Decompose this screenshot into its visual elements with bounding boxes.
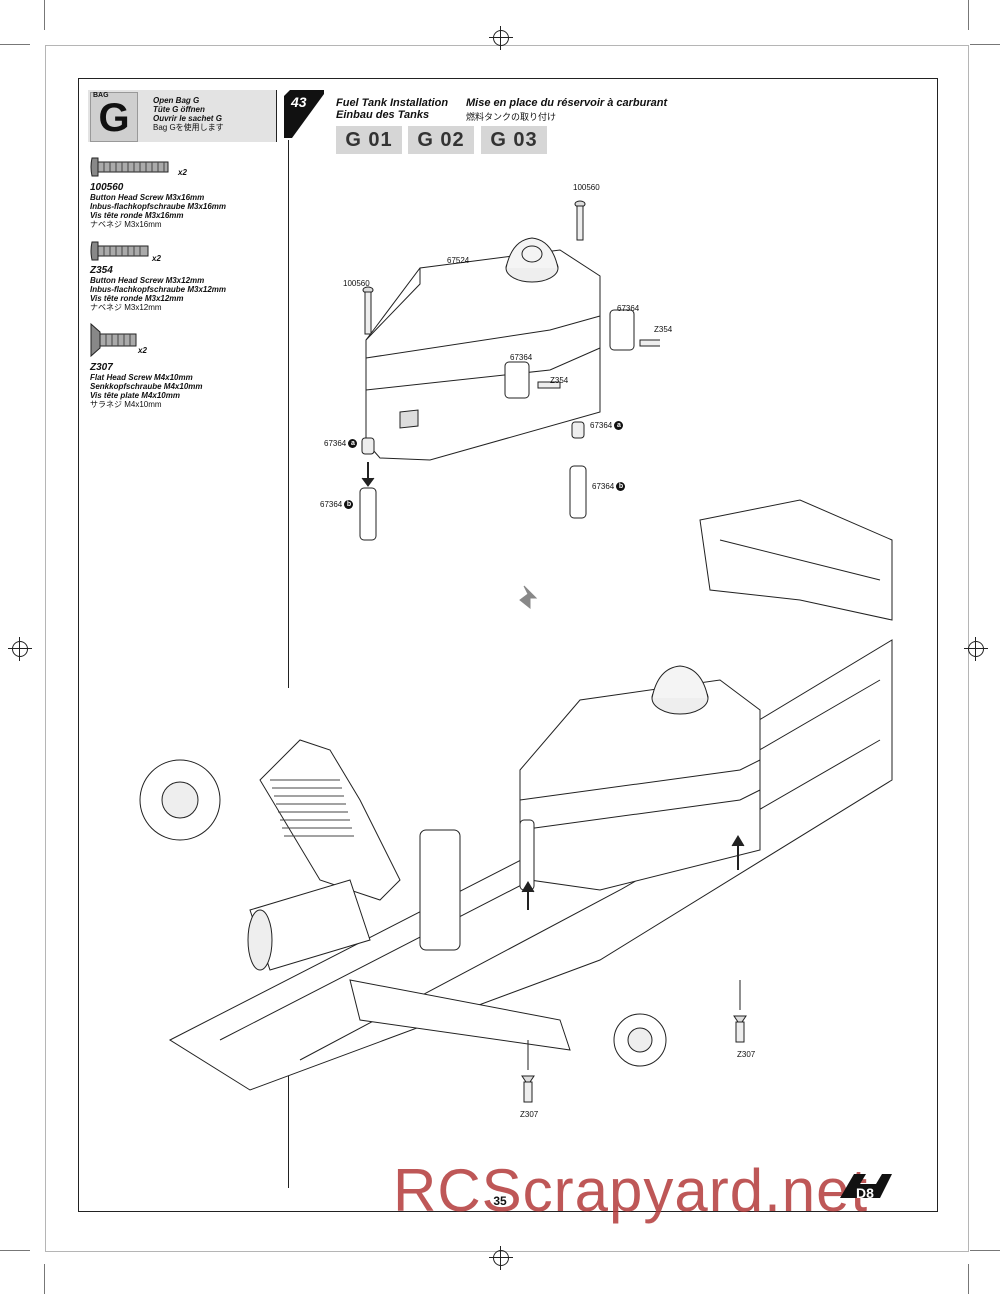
crop-mark (970, 44, 1000, 45)
callout-screw-left: 100560 (343, 279, 370, 288)
step-title-de: Einbau des Tanks (336, 109, 430, 121)
callout-screw-bottom-right: Z307 (737, 1050, 756, 1059)
step-title-jp: 燃料タンクの取り付け (466, 112, 557, 122)
circle-a-icon: a (614, 421, 624, 431)
bag-instructions: Open Bag G Tüte G öffnen Ouvrir le sache… (153, 96, 224, 132)
step-number-badge (284, 90, 324, 138)
registration-mark-icon (489, 1246, 513, 1270)
bag-line-en: Open Bag G (153, 96, 200, 105)
crop-mark (970, 1250, 1000, 1251)
bag-tag-g03: G 03 (481, 126, 547, 154)
step-rule (288, 1012, 289, 1188)
callout-screw-top: 100560 (573, 183, 600, 192)
circle-b-icon: b (616, 482, 626, 492)
step-rule (288, 140, 289, 688)
callout-post-a-right: 67364 a (590, 421, 624, 431)
content-border (78, 78, 938, 1212)
part-qty: x2 (178, 168, 187, 177)
part-code: Z307 (90, 362, 113, 373)
bag-line-fr: Ouvrir le sachet G (153, 114, 222, 123)
bag-word: BAG (93, 92, 109, 99)
step-number: 43 (291, 94, 307, 110)
bag-badge (90, 92, 138, 142)
fuel-tank-exploded-diagram (359, 200, 660, 541)
part-code: Z354 (90, 265, 113, 276)
crop-mark (44, 1264, 45, 1294)
callout-screw-center: Z354 (550, 376, 569, 385)
crop-mark (0, 44, 30, 45)
registration-mark-icon (489, 26, 513, 50)
button-head-screw-icon (90, 157, 169, 177)
crop-mark (968, 0, 969, 30)
bag-tag-g02: G 02 (408, 126, 474, 154)
callout-post-b-right: 67364 b (592, 482, 626, 492)
part-qty: x2 (138, 346, 147, 355)
crop-mark (0, 1250, 30, 1251)
callout-mount-right: 67364 (617, 304, 640, 313)
page-number: 35 (493, 1194, 507, 1208)
logo-text: D8 (856, 1185, 874, 1201)
callout-screw-bottom-left: Z307 (520, 1110, 539, 1119)
callout-screw-right: Z354 (654, 325, 673, 334)
button-head-screw-icon (90, 241, 149, 261)
callout-post-b-left: 67364 b (320, 500, 354, 510)
watermark: RCScrapyard.net (393, 1157, 869, 1224)
crop-mark (44, 0, 45, 30)
bag-line-jp: Bag Gを使用します (153, 123, 224, 132)
bag-tag-g01: G 01 (336, 126, 402, 154)
brand-logo-icon: D8 (840, 1174, 892, 1201)
step-title-en: Fuel Tank Installation (336, 97, 449, 109)
callout-post-a-left: 67364 a (324, 439, 358, 449)
part-description: Flat Head Screw M4x10mm Senkkopfschraube… (90, 373, 203, 409)
column-divider (276, 90, 277, 142)
crop-mark (968, 1264, 969, 1294)
chassis-assembly-diagram (139, 499, 893, 1103)
callout-tank: 67524 (447, 256, 470, 265)
bag-letter: G (98, 96, 130, 140)
flat-head-screw-icon (90, 322, 137, 358)
registration-mark-icon (964, 637, 988, 661)
part-description: Button Head Screw M3x12mm Inbus-flachkop… (90, 276, 227, 312)
bag-line-de: Tüte G öffnen (153, 105, 205, 114)
callout-mount-center: 67364 (510, 353, 533, 362)
circle-a-icon: a (348, 439, 358, 449)
part-code: 100560 (90, 182, 124, 193)
registration-mark-icon (8, 637, 32, 661)
part-qty: x2 (152, 254, 161, 263)
step-title-fr: Mise en place du réservoir à carburant (466, 97, 668, 109)
part-description: Button Head Screw M3x16mm Inbus-flachkop… (90, 193, 227, 229)
circle-b-icon: b (344, 500, 354, 510)
